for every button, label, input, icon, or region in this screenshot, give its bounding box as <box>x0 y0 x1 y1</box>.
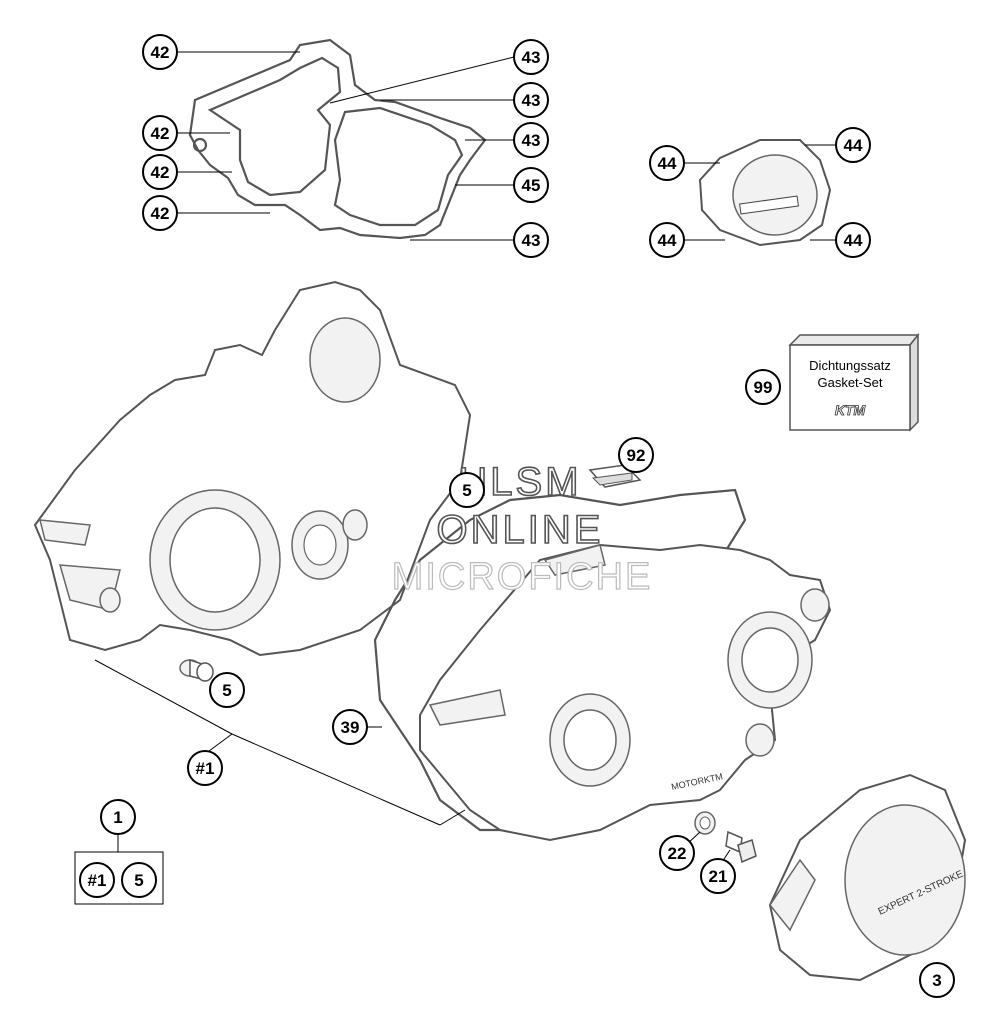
svg-text:45: 45 <box>522 176 541 195</box>
gasket-box-label-line1: Dichtungssatz <box>809 358 891 373</box>
callout-42-d[interactable]: 42 <box>142 195 178 231</box>
svg-text:42: 42 <box>151 204 170 223</box>
svg-text:#1: #1 <box>88 871 107 890</box>
callout-43-c[interactable]: 43 <box>513 122 549 158</box>
svg-text:21: 21 <box>709 867 728 886</box>
callout-43-b[interactable]: 43 <box>513 82 549 118</box>
svg-text:43: 43 <box>522 131 541 150</box>
svg-text:42: 42 <box>151 124 170 143</box>
callout-1[interactable]: 1 <box>100 799 136 835</box>
svg-text:39: 39 <box>341 718 360 737</box>
ignition-cover-large-drawing: EXPERT 2-STROKE <box>768 773 967 982</box>
gasket-box-brand: KTM <box>835 402 866 418</box>
callout-92[interactable]: 92 <box>618 437 654 473</box>
svg-text:43: 43 <box>522 231 541 250</box>
svg-text:42: 42 <box>151 163 170 182</box>
callout-22[interactable]: 22 <box>659 835 695 871</box>
callout-42-a[interactable]: 42 <box>142 34 178 70</box>
callout-44-c[interactable]: 44 <box>649 222 685 258</box>
callout-5-a[interactable]: 5 <box>449 472 485 508</box>
right-crankcase-drawing: MOTORKTM <box>373 488 832 842</box>
callout-44-a[interactable]: 44 <box>649 145 685 181</box>
drain-plug-drawing <box>725 830 757 864</box>
left-crankcase-drawing <box>33 280 472 657</box>
case-gasket-drawing <box>188 38 487 240</box>
dowel-sleeve-drawing <box>179 658 214 682</box>
svg-text:44: 44 <box>658 231 677 250</box>
svg-text:43: 43 <box>522 48 541 67</box>
svg-text:22: 22 <box>668 844 687 863</box>
svg-text:#1: #1 <box>196 759 215 778</box>
callout-43-d[interactable]: 43 <box>513 222 549 258</box>
callout-21[interactable]: 21 <box>700 858 736 894</box>
svg-text:5: 5 <box>462 481 471 500</box>
svg-text:43: 43 <box>522 91 541 110</box>
callout-hash1-b[interactable]: #1 <box>79 862 115 898</box>
svg-text:3: 3 <box>932 971 941 990</box>
callout-hash1-a[interactable]: #1 <box>187 750 223 786</box>
svg-text:44: 44 <box>844 231 863 250</box>
callout-45[interactable]: 45 <box>513 167 549 203</box>
callout-99[interactable]: 99 <box>745 369 781 405</box>
svg-text:44: 44 <box>844 136 863 155</box>
callout-3[interactable]: 3 <box>919 962 955 998</box>
svg-text:1: 1 <box>113 808 122 827</box>
svg-text:44: 44 <box>658 154 677 173</box>
callout-44-d[interactable]: 44 <box>835 222 871 258</box>
ignition-cover-small-drawing <box>698 139 832 247</box>
svg-text:99: 99 <box>754 378 773 397</box>
callout-42-b[interactable]: 42 <box>142 115 178 151</box>
callout-5-c[interactable]: 5 <box>121 862 157 898</box>
callout-5-b[interactable]: 5 <box>209 672 245 708</box>
svg-text:92: 92 <box>627 446 646 465</box>
svg-text:5: 5 <box>134 871 143 890</box>
callout-43-a[interactable]: 43 <box>513 39 549 75</box>
callout-39[interactable]: 39 <box>332 709 368 745</box>
svg-text:5: 5 <box>222 681 231 700</box>
gasket-box-label-line2: Gasket-Set <box>817 375 882 390</box>
gasket-set-box: Dichtungssatz Gasket-Set KTM <box>788 332 920 432</box>
leader-lines <box>94 51 836 869</box>
svg-text:42: 42 <box>151 43 170 62</box>
callout-44-b[interactable]: 44 <box>835 127 871 163</box>
callout-42-c[interactable]: 42 <box>142 154 178 190</box>
washer-drawing <box>694 811 716 835</box>
watermark-line2: ONLINE <box>437 508 604 552</box>
watermark-line3: MICROFICHE <box>392 556 653 598</box>
